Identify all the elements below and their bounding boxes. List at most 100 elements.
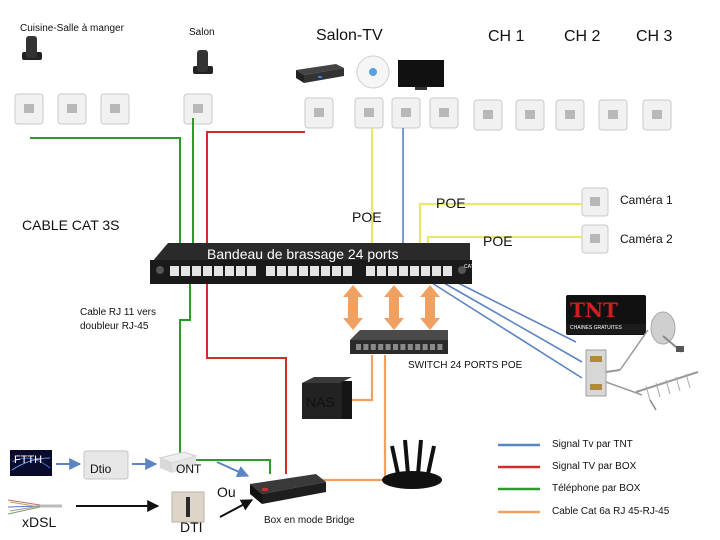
patch-port bbox=[266, 266, 275, 276]
cordless-phone-icon bbox=[193, 50, 213, 74]
tnt-logo-text: TNT bbox=[570, 298, 619, 322]
dti-label: DTI bbox=[180, 519, 203, 535]
room-label-cuisine: Cuisine-Salle à manger bbox=[20, 23, 124, 34]
room-label-ch3: CH 3 bbox=[636, 28, 673, 45]
patch-port bbox=[366, 266, 375, 276]
television-icon bbox=[398, 60, 444, 90]
poe-label: POE bbox=[436, 195, 466, 211]
switch-port bbox=[363, 344, 369, 350]
ont-label: ONT bbox=[176, 462, 202, 476]
wall-outlet-ch2-2 bbox=[598, 99, 628, 131]
satellite-dish-icon bbox=[650, 311, 684, 353]
patch-port bbox=[225, 266, 234, 276]
patch-port bbox=[377, 266, 386, 276]
dtio-label: Dtio bbox=[90, 462, 112, 476]
cable-cat3-label: CABLE CAT 3S bbox=[22, 217, 120, 233]
wall-outlet-camera-2 bbox=[581, 224, 609, 254]
patch-port bbox=[214, 266, 223, 276]
xdsl-label: xDSL bbox=[22, 514, 57, 530]
legend-label-box: Signal TV par BOX bbox=[552, 461, 637, 472]
antenna-coupler-device bbox=[585, 329, 649, 397]
wall-outlet-ch2-1 bbox=[555, 99, 585, 131]
switch-ports bbox=[356, 344, 443, 350]
wall-outlet-ch3 bbox=[642, 99, 672, 131]
patch-panel-ports bbox=[170, 266, 452, 276]
wall-outlet-cuisine-3 bbox=[100, 93, 130, 125]
patch-port bbox=[443, 266, 452, 276]
room-label-salon-tv: Salon-TV bbox=[316, 27, 383, 44]
switch-device bbox=[350, 330, 448, 354]
patch-port bbox=[192, 266, 201, 276]
switch-port bbox=[393, 344, 398, 350]
wall-outlet-salon-tv-1 bbox=[304, 97, 334, 129]
patch-port bbox=[332, 266, 341, 276]
legend-label-phone: Téléphone par BOX bbox=[552, 483, 641, 494]
xdsl-cable-icon bbox=[7, 499, 62, 515]
switch-port bbox=[437, 344, 443, 350]
wall-outlet-cuisine-1 bbox=[14, 93, 44, 125]
patch-port bbox=[236, 266, 245, 276]
switch-port bbox=[400, 344, 406, 350]
access-point-icon bbox=[356, 55, 390, 89]
room-label-salon: Salon bbox=[189, 27, 215, 38]
poe-label: POE bbox=[483, 233, 513, 249]
ftth-fiber-icon bbox=[10, 450, 52, 476]
router-device bbox=[382, 439, 442, 489]
wall-outlet-salon-tv-2 bbox=[354, 97, 384, 129]
bidirectional-arrow-icon bbox=[420, 285, 440, 330]
patch-port bbox=[299, 266, 308, 276]
dtio-device bbox=[83, 450, 129, 480]
patch-port bbox=[247, 266, 256, 276]
cordless-phone-icon bbox=[22, 36, 42, 60]
patch-port bbox=[321, 266, 330, 276]
tnt-logo-subtext: CHAINES GRATUITES bbox=[570, 325, 622, 331]
camera-label-1: Caméra 1 bbox=[620, 193, 673, 207]
patch-port bbox=[388, 266, 397, 276]
switch-port bbox=[415, 344, 421, 350]
legend-label-tnt: Signal Tv par TNT bbox=[552, 439, 633, 450]
wall-outlet-ch1-1 bbox=[473, 99, 503, 131]
nas-label: NAS bbox=[306, 394, 335, 410]
bidirectional-arrow-icon bbox=[384, 285, 404, 330]
tv-antenna-icon bbox=[635, 371, 699, 411]
wall-outlet-salon-tv-4 bbox=[429, 97, 459, 129]
patch-port bbox=[181, 266, 190, 276]
rj11-note: Cable RJ 11 vers doubleur RJ-45 bbox=[80, 307, 156, 332]
switch-port bbox=[385, 344, 391, 350]
dti-device bbox=[171, 491, 205, 523]
patch-port bbox=[343, 266, 352, 276]
wall-outlet-ch1-2 bbox=[515, 99, 545, 131]
nas-device bbox=[302, 377, 352, 419]
wall-outlet-cuisine-2 bbox=[57, 93, 87, 125]
patch-port bbox=[288, 266, 297, 276]
router-label: Routeur bbox=[392, 477, 428, 488]
switch-port bbox=[422, 344, 428, 350]
switch-port bbox=[407, 344, 413, 350]
ftth-label: FTTH bbox=[14, 454, 43, 466]
patch-port bbox=[310, 266, 319, 276]
box-label: Box en mode Bridge bbox=[264, 515, 355, 526]
wall-outlet-camera-1 bbox=[581, 187, 609, 217]
switch-label: SWITCH 24 PORTS POE bbox=[408, 360, 523, 371]
patch-panel-label: Bandeau de brassage 24 ports bbox=[207, 246, 399, 262]
bidirectional-arrow-icon bbox=[343, 285, 363, 330]
patch-port bbox=[170, 266, 179, 276]
patch-port bbox=[432, 266, 441, 276]
set-top-box-icon bbox=[296, 64, 344, 83]
patch-port bbox=[399, 266, 408, 276]
switch-port bbox=[356, 344, 361, 350]
patch-port bbox=[277, 266, 286, 276]
switch-port bbox=[378, 344, 384, 350]
cat-tag: CAT 6 bbox=[464, 264, 478, 270]
legend-label-cat6: Cable Cat 6a RJ 45-RJ-45 bbox=[552, 506, 670, 517]
internet-box-device bbox=[250, 474, 326, 504]
ont-device bbox=[158, 451, 198, 473]
camera-label-2: Caméra 2 bbox=[620, 232, 673, 246]
switch-port bbox=[370, 344, 376, 350]
patch-port bbox=[203, 266, 212, 276]
room-label-ch2: CH 2 bbox=[564, 28, 601, 45]
patch-port bbox=[410, 266, 419, 276]
room-label-ch1: CH 1 bbox=[488, 28, 525, 45]
switch-port bbox=[430, 344, 435, 350]
